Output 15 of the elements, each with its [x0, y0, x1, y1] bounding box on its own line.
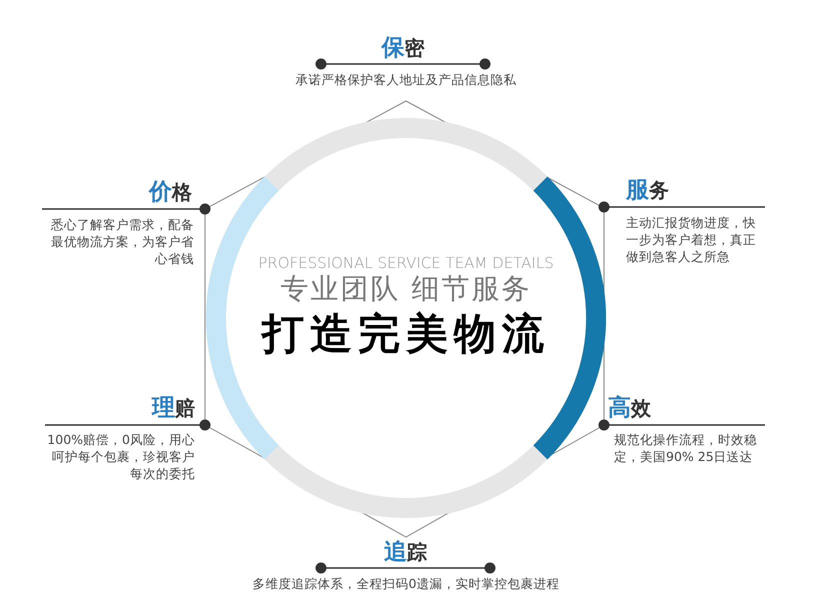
feature-heading: 保密	[380, 36, 426, 60]
subtitle: 专业团队 细节服务	[280, 271, 532, 307]
feature-description: 主动汇报货物进度，快一步为客户着想，真正做到急客人之所急	[626, 214, 757, 265]
feature-heading: 服务	[626, 178, 670, 202]
feature-description: 100%赔偿，0风险，用心呵护每个包裹，珍视客户每次的委托	[46, 431, 195, 482]
subtitle-english: PROFESSIONAL SERVICE TEAM DETAILS	[257, 254, 555, 272]
feature-heading: 追踪	[383, 540, 428, 564]
main-title: 打造完美物流	[260, 308, 551, 360]
feature-description: 多维度追踪体系，全程扫码0遗漏，实时掌控包裹进程	[252, 575, 560, 592]
feature-description: 规范化操作流程，时效稳定，美国90% 25日送达	[614, 431, 758, 465]
feature-description: 承诺严格保护客人地址及产品信息隐私	[294, 71, 518, 88]
feature-description: 悉心了解客户需求，配备最优物流方案，为客户省心省钱	[50, 216, 194, 267]
feature-heading: 价格	[147, 180, 192, 204]
feature-heading: 理赔	[150, 396, 195, 420]
feature-heading: 高效	[608, 396, 652, 420]
